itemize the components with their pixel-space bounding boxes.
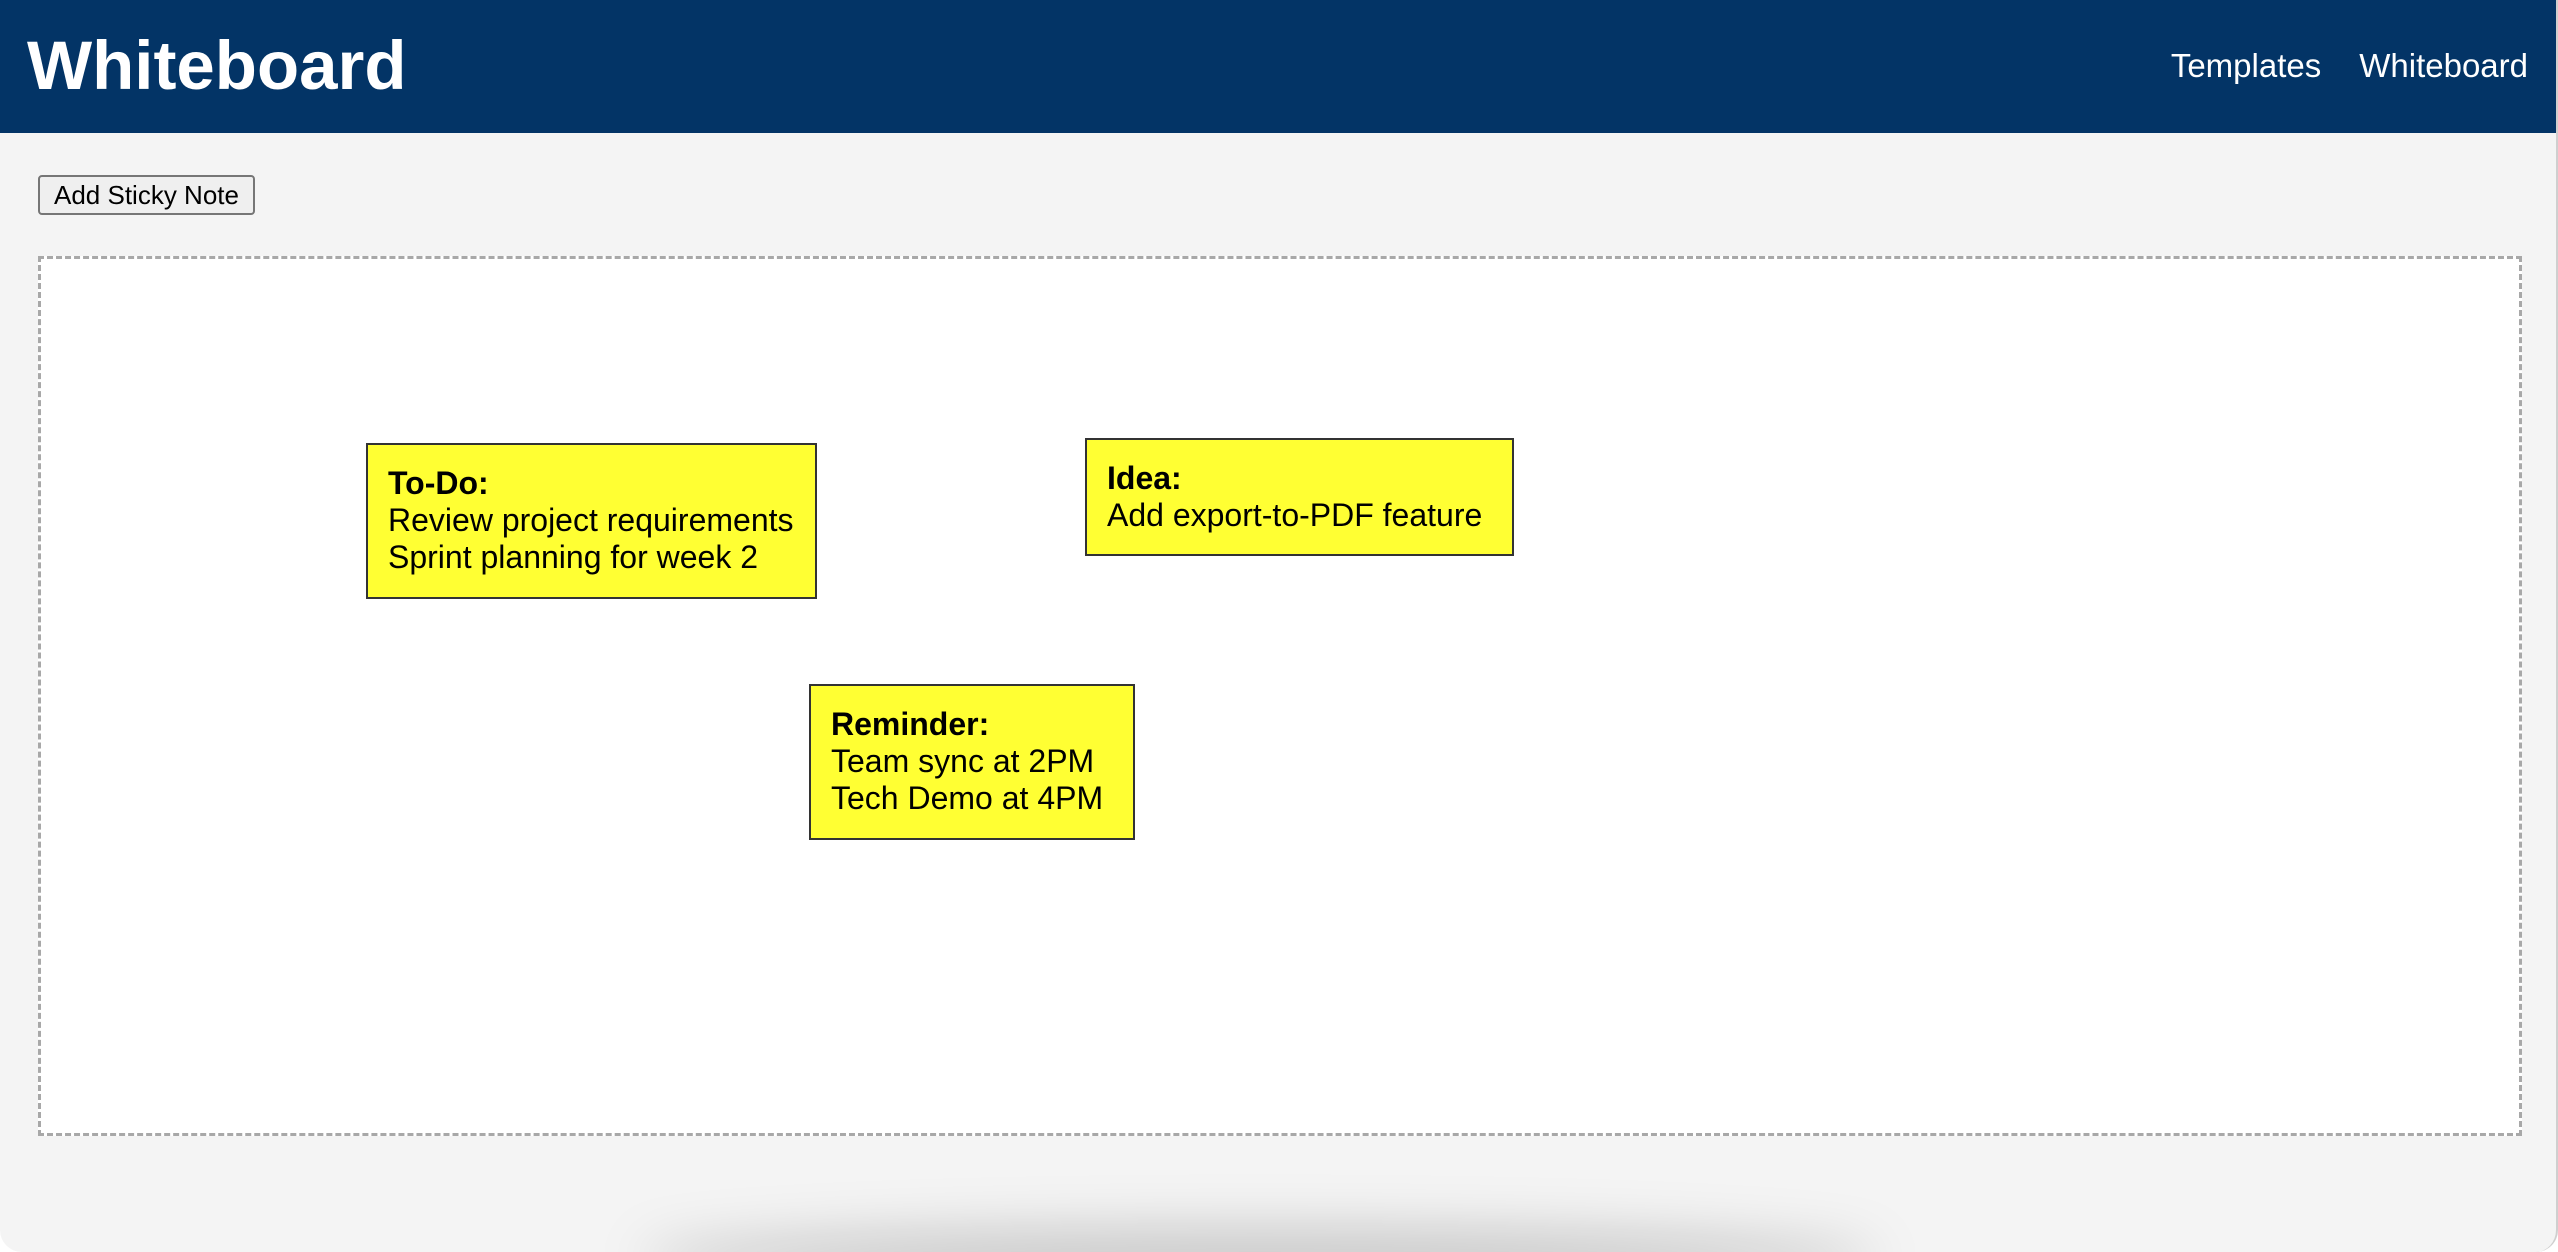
nav-link-whiteboard[interactable]: Whiteboard xyxy=(2359,47,2528,84)
add-sticky-note-button[interactable]: Add Sticky Note xyxy=(38,175,255,215)
sticky-note-title: Idea: xyxy=(1107,460,1182,496)
sticky-note-line: Sprint planning for week 2 xyxy=(388,539,758,575)
top-navigation-bar: Whiteboard Templates Whiteboard xyxy=(0,0,2556,133)
sticky-note-idea[interactable]: Idea: Add export-to-PDF feature xyxy=(1085,438,1514,556)
main-nav: Templates Whiteboard xyxy=(2171,46,2528,86)
sticky-note-line: Team sync at 2PM xyxy=(831,743,1095,779)
sticky-note-reminder[interactable]: Reminder: Team sync at 2PM Tech Demo at … xyxy=(809,684,1135,840)
sticky-note-title: To-Do: xyxy=(388,465,489,501)
sticky-note-title: Reminder: xyxy=(831,706,990,742)
sticky-note-line: Add export-to-PDF feature xyxy=(1107,497,1483,533)
app-title: Whiteboard xyxy=(27,27,407,104)
window-drop-shadow xyxy=(640,1228,1880,1252)
nav-link-templates[interactable]: Templates xyxy=(2170,47,2322,84)
whiteboard-canvas[interactable]: To-Do: Review project requirements Sprin… xyxy=(38,256,2522,1136)
sticky-note-line: Review project requirements xyxy=(388,502,794,538)
sticky-note-line: Tech Demo at 4PM xyxy=(831,780,1104,816)
sticky-note-todo[interactable]: To-Do: Review project requirements Sprin… xyxy=(366,443,817,599)
